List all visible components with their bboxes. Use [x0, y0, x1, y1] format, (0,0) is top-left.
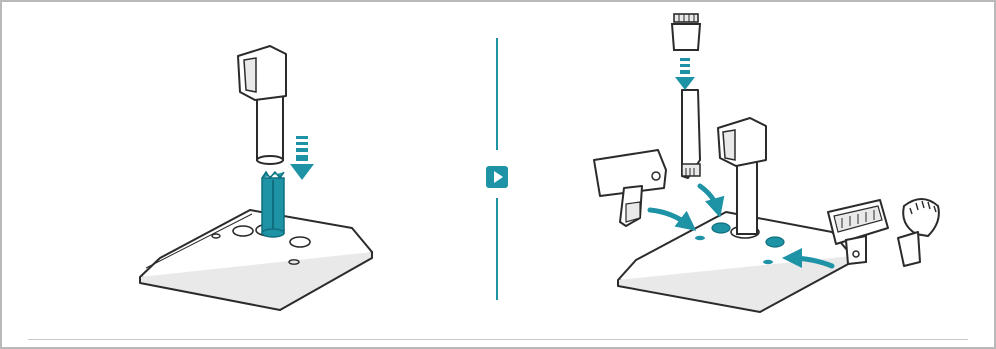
stand-base-left	[140, 210, 372, 310]
upholstery-tool	[594, 150, 666, 226]
vacuum-handle-left	[238, 46, 286, 164]
panel-step-2	[594, 14, 939, 312]
down-arrow-icon-right	[675, 58, 695, 90]
crevice-tool	[682, 90, 700, 178]
center-post-left	[262, 172, 284, 237]
dusting-brush-cap	[672, 14, 700, 50]
down-arrow-icon	[290, 136, 314, 180]
panel-step-1	[140, 46, 372, 310]
panel-divider	[486, 38, 508, 300]
dusting-brush-tool	[898, 199, 939, 266]
